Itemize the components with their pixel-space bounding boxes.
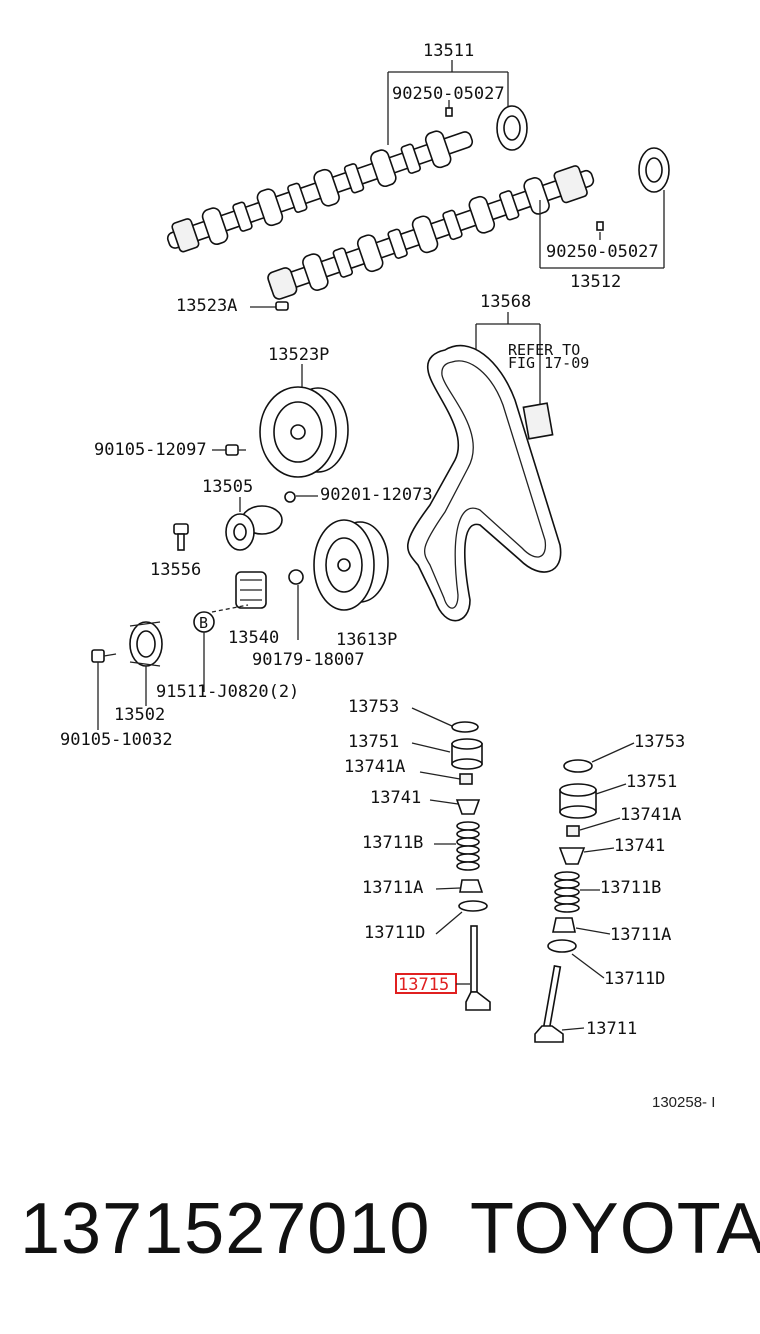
lower-cam-gear — [638, 147, 670, 193]
spring-left — [456, 821, 480, 871]
label-right-13711D: 13711D — [604, 969, 665, 989]
camshaft-bracket — [387, 60, 509, 145]
label-90201-12073: 90201-12073 — [320, 485, 433, 505]
label-13502: 13502 — [114, 705, 165, 725]
brand-name: TOYOTA — [470, 1189, 760, 1269]
lower-cam-bracket — [539, 190, 665, 269]
figure-number: 130258- I — [652, 1094, 715, 1111]
valve-13715 — [465, 925, 491, 1011]
label-13523P: 13523P — [268, 345, 329, 365]
label-left-13715: 13715 — [398, 975, 449, 995]
exhaust-camshaft — [267, 165, 595, 300]
seal-right — [552, 917, 576, 933]
no2-idler — [129, 621, 163, 667]
label-right-13751: 13751 — [626, 772, 677, 792]
label-right-13711A: 13711A — [610, 925, 671, 945]
upper-cam-gear — [496, 105, 528, 151]
crank-pulley — [313, 519, 389, 611]
timing-belt — [406, 344, 562, 622]
idler-pulley — [225, 505, 283, 551]
seal-left — [459, 879, 484, 893]
label-left-13711A: 13711A — [362, 878, 423, 898]
washer-icon — [284, 491, 296, 503]
seat-right — [547, 939, 577, 953]
small-washer-icon — [288, 569, 304, 585]
seat-left — [458, 900, 488, 912]
label-left-13711B: 13711B — [362, 833, 423, 853]
label-left-13741: 13741 — [370, 788, 421, 808]
shim-left — [451, 721, 479, 733]
label-13540: 13540 — [228, 628, 279, 648]
lifter-right — [559, 783, 597, 819]
label-13556: 13556 — [150, 560, 201, 580]
label-13613P: 13613P — [336, 630, 397, 650]
label-90179-18007: 90179-18007 — [252, 650, 365, 670]
spring-right — [554, 871, 580, 913]
label-right-13741: 13741 — [614, 836, 665, 856]
label-right-13741A: 13741A — [620, 805, 681, 825]
retainer-left — [455, 799, 481, 815]
intake-camshaft — [166, 130, 474, 253]
label-90105-10032: 90105-10032 — [60, 730, 173, 750]
retainer-right — [558, 847, 586, 865]
label-90105-12097: 90105-12097 — [94, 440, 207, 460]
bolt-icon — [225, 444, 246, 456]
pivot-bolt — [173, 523, 189, 551]
label-13568: 13568 — [480, 292, 531, 312]
tensioner — [235, 571, 267, 609]
part-number: 1371527010 — [20, 1189, 431, 1269]
shim-right — [563, 759, 593, 773]
label-left-13711D: 13711D — [364, 923, 425, 943]
label-right-13711B: 13711B — [600, 878, 661, 898]
caption: 1371527010 TOYOTA — [0, 1188, 760, 1298]
label-right-13711: 13711 — [586, 1019, 637, 1039]
lifter-left — [451, 738, 483, 770]
fig-ref-text: FIG 17-09 — [508, 354, 589, 372]
label-13512: 13512 — [570, 272, 621, 292]
label-right-13753: 13753 — [634, 732, 685, 752]
refer-text: REFER TO — [508, 341, 580, 359]
keeper-left — [459, 773, 473, 785]
valve-13711 — [534, 965, 564, 1043]
label-13511: 13511 — [423, 41, 474, 61]
ref-b-label: B — [199, 614, 208, 632]
label-13505: 13505 — [202, 477, 253, 497]
label-13523A: 13523A — [176, 296, 237, 316]
label-90250-upper: 90250-05027 — [392, 84, 505, 104]
straight-pin-icon — [275, 301, 289, 311]
idler-bolt — [91, 649, 117, 663]
label-left-13751: 13751 — [348, 732, 399, 752]
label-91511: 91511-J0820(2) — [156, 682, 299, 702]
label-90250-lower: 90250-05027 — [546, 242, 659, 262]
keeper-right — [566, 825, 580, 837]
cam-pulley — [259, 386, 349, 478]
label-left-13741A: 13741A — [344, 757, 405, 777]
label-left-13753: 13753 — [348, 697, 399, 717]
belt-tag — [522, 402, 554, 440]
